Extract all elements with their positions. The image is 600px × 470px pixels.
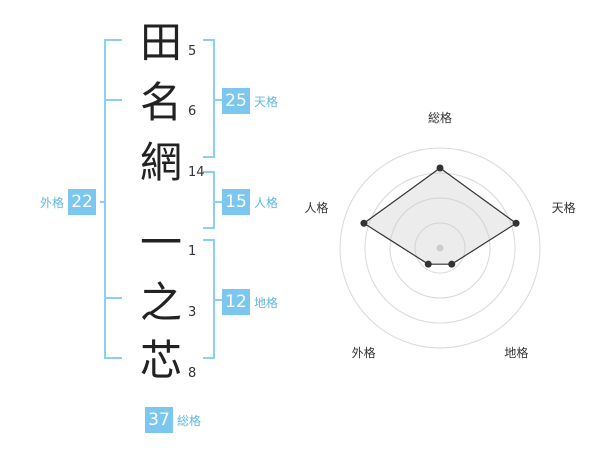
gaikaku-bracket [104,39,122,359]
name-char-5: 之 [139,278,182,327]
radar-center [436,244,444,252]
chikaku-badge: 12 地格 [222,289,278,315]
radar-axis-label-1: 総格 [428,110,452,125]
tenkaku-label: 天格 [254,94,279,109]
radar-point-1 [436,164,444,172]
stroke-count-3: 14 [188,165,205,180]
name-char-4: 一 [139,218,182,267]
radar-point-2 [512,219,520,227]
radar-area [362,167,518,265]
radar-axis-label-3: 地格 [504,345,528,360]
soukaku-value: 37 [145,407,173,433]
stroke-count-2: 6 [188,104,197,119]
radar-axis-label-5: 人格 [304,200,328,215]
radar-ring-1 [414,222,466,274]
name-char-1: 田 [139,18,182,67]
tenkaku-bracket [203,39,215,158]
jinkaku-bracket [203,171,215,229]
radar-ring-4 [339,147,541,349]
radar-point-3 [448,260,456,268]
tenkaku-badge: 25 天格 [222,88,278,114]
radar-point-5 [360,219,368,227]
radar-axis-label-2: 天格 [552,200,576,215]
name-char-6: 芯 [139,336,182,385]
gaikaku-badge: 外格 22 [40,189,97,215]
soukaku-badge: 37 総格 [145,407,201,433]
name-char-2: 名 [139,78,182,127]
radar-ring-3 [364,172,516,324]
jinkaku-value: 15 [222,189,250,215]
stroke-count-6: 8 [188,366,197,381]
stroke-count-1: 5 [188,44,197,59]
chikaku-label: 地格 [254,295,279,310]
stroke-count-5: 3 [188,305,197,320]
radar-ring-2 [389,197,491,299]
radar-point-4 [424,260,432,268]
jinkaku-badge: 15 人格 [222,189,278,215]
chikaku-value: 12 [222,289,250,315]
gaikaku-value: 22 [68,189,97,215]
stroke-count-4: 1 [188,244,197,259]
tenkaku-value: 25 [222,88,250,114]
name-char-3: 網 [139,138,182,187]
gaikaku-label: 外格 [40,195,65,210]
radar-axis-label-4: 外格 [352,345,376,360]
jinkaku-label: 人格 [254,195,279,210]
soukaku-label: 総格 [177,413,202,428]
